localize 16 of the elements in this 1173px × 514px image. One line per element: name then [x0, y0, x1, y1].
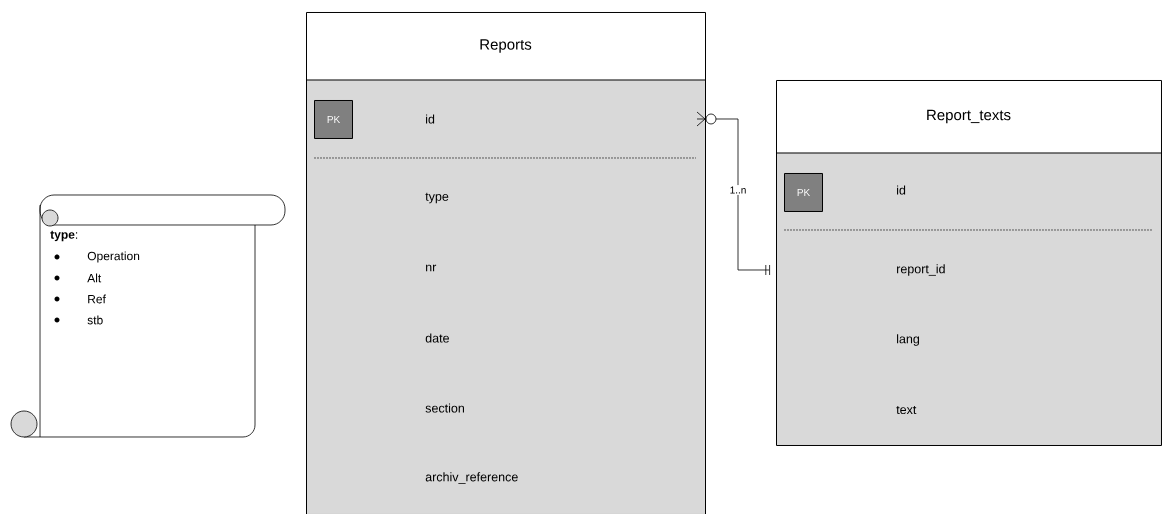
key-badge: PK	[314, 100, 353, 139]
field-name: type	[425, 192, 449, 204]
table-header: Reports	[480, 39, 532, 53]
field-name: id	[897, 185, 906, 195]
relationship-line	[696, 111, 770, 276]
field-name: nr	[426, 264, 437, 272]
field-name: date	[425, 333, 449, 343]
field-name: section	[425, 403, 464, 413]
field-name: archiv_reference	[425, 472, 518, 484]
field-name: lang	[897, 334, 919, 346]
field-name: text	[896, 405, 917, 415]
edge-label: 1..n	[728, 185, 748, 195]
table-header: Report_texts	[927, 109, 1011, 124]
key-badge: PK	[784, 173, 823, 212]
field-name: report_id	[897, 264, 945, 276]
field-name: id	[426, 114, 435, 124]
